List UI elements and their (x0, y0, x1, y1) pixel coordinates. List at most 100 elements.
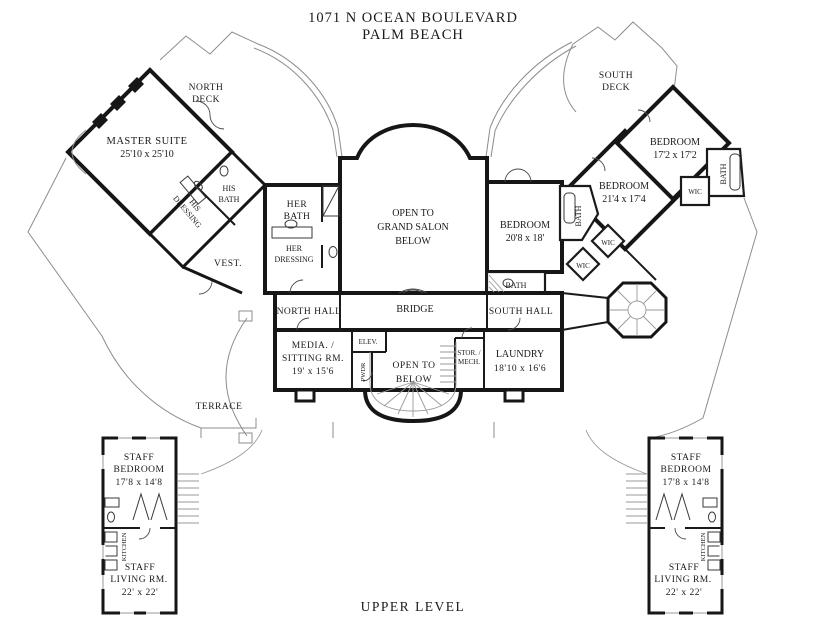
bath-south-corner-fan (488, 274, 505, 293)
her-bath-label-1: HER (287, 200, 308, 210)
her-bath-toilet (328, 246, 338, 258)
staff-left-toilet (107, 511, 115, 523)
north-deck-outline-inner (253, 47, 338, 158)
kitchen-right-label: KITCHEN (700, 532, 707, 561)
staff-right-windows (665, 435, 725, 616)
terrace-bay-post-bottom (238, 432, 253, 444)
his-bath-sink (219, 165, 229, 177)
kitchen-right-label-group: KITCHEN (700, 532, 707, 561)
stor-mech-label-2: MECH. (458, 358, 480, 366)
labels: 1071 N OCEAN BOULEVARD PALM BEACH UPPER … (107, 10, 728, 614)
powder-label: PWDR (360, 362, 367, 381)
level-label: UPPER LEVEL (361, 599, 466, 614)
staff-right-closets (655, 492, 691, 521)
wic-1-label: WIC (601, 239, 615, 247)
staff-bedroom-left-label-2: BEDROOM (113, 465, 164, 475)
vestibule-label: VEST. (214, 259, 242, 269)
laundry-door (507, 317, 521, 331)
his-bath-label-2: BATH (219, 195, 240, 204)
grand-salon-label-2: GRAND SALON (377, 222, 448, 233)
plan-title-line1: 1071 N OCEAN BOULEVARD (308, 10, 518, 26)
bedroom-mid-dims: 21'4 x 17'4 (602, 194, 646, 205)
open-below-label-1: OPEN TO (392, 361, 435, 371)
media-bay-notch (294, 388, 316, 403)
bedroom-right-room (614, 84, 732, 202)
master-deck-doors (195, 100, 225, 130)
staff-bedroom-right-dims: 17'8 x 14'8 (663, 478, 710, 488)
bedroom-right-doors (637, 109, 651, 123)
stor-mech-label-1: STOR. / (457, 349, 480, 357)
kitchen-left-label: KITCHEN (121, 532, 128, 561)
plan-title-line2: PALM BEACH (362, 27, 464, 43)
bath-right-label-group: BATH (719, 163, 728, 184)
bedroom-center-label: BEDROOM (500, 220, 550, 231)
bath-right-tub (729, 153, 741, 191)
north-hall-label: NORTH HALL (277, 307, 342, 317)
bath-south-label: BATH (506, 281, 527, 290)
salon-right-curve-inner (490, 45, 577, 158)
window-marks (100, 435, 725, 616)
north-deck-outline (159, 31, 343, 158)
staff-living-left-label-2: LIVING RM. (110, 575, 167, 585)
her-bath-shower (322, 185, 340, 217)
terrace-left-outline (27, 157, 202, 438)
door-swings (138, 100, 687, 540)
his-dressing-counter (179, 175, 207, 205)
his-dressing-counter-group (179, 175, 207, 205)
staff-bedroom-right-label-1: STAFF (671, 453, 701, 463)
her-suite-room (263, 183, 342, 295)
salon-arch-door (398, 288, 428, 294)
grand-salon-label-3: BELOW (395, 236, 431, 247)
salon-right-curve (485, 41, 573, 158)
his-bath-label-1: HIS (223, 184, 236, 193)
elevator-label: ELEV. (359, 338, 378, 346)
bath-mid-label: BATH (574, 205, 583, 226)
media-dims: 19' x 15'6 (292, 367, 334, 377)
staff-left-sink (104, 497, 120, 508)
interior-stairs (369, 274, 664, 417)
north-deck-label-2: DECK (192, 95, 220, 105)
staff-right-sink (702, 497, 718, 508)
vestibule-door (198, 280, 213, 295)
her-bath-shower-line (322, 185, 340, 217)
grand-stair-fan (376, 381, 450, 417)
master-suite-dims: 25'10 x 25'10 (120, 149, 174, 160)
bath-right-label: BATH (719, 163, 728, 184)
staff-living-left-label-1: STAFF (125, 563, 155, 573)
grand-stair-steps (440, 345, 456, 383)
master-bay-tooth-2 (110, 95, 126, 111)
staff-right-kitchen-3 (707, 559, 721, 571)
terrace-bay-post-top (238, 310, 253, 322)
south-deck-label-1: SOUTH (599, 71, 633, 81)
wic-3-room (679, 175, 711, 207)
staff-living-right-dims: 22' x 22' (666, 588, 702, 598)
staff-right-kitchen-1 (707, 531, 721, 543)
wic-1-room (590, 223, 626, 259)
her-bath-label-2: BATH (284, 212, 311, 222)
bath-mid-label-group: BATH (574, 205, 583, 226)
exterior-stairs (178, 429, 648, 524)
bridge-label: BRIDGE (396, 304, 433, 315)
powder-door (362, 371, 373, 382)
bath-mid-room (558, 184, 600, 242)
south-deck-left-edge (563, 43, 577, 113)
media-label-1: MEDIA. / (292, 341, 335, 351)
master-suite-label: MASTER SUITE (107, 136, 188, 147)
her-dressing-label-2: DRESSING (274, 255, 313, 264)
terrace-bottom-stubs (332, 422, 495, 438)
south-deck-label-2: DECK (602, 83, 630, 93)
hall-dividers (339, 293, 488, 330)
bedroom-center-dims: 20'8 x 18' (506, 233, 545, 244)
terrace-left-edge (201, 418, 257, 429)
bedroom-center-french-doors (504, 168, 532, 183)
room-walls (65, 67, 746, 615)
bedroom-right-dims: 17'2 x 17'2 (653, 150, 697, 161)
staff-wing-right (647, 436, 724, 615)
staff-wing-left (101, 436, 178, 615)
laundry-label: LAUNDRY (496, 349, 544, 360)
exterior-stairs-right-rail (585, 429, 648, 475)
staff-left-closets (132, 492, 168, 521)
tower-corridor-walls (561, 248, 657, 331)
